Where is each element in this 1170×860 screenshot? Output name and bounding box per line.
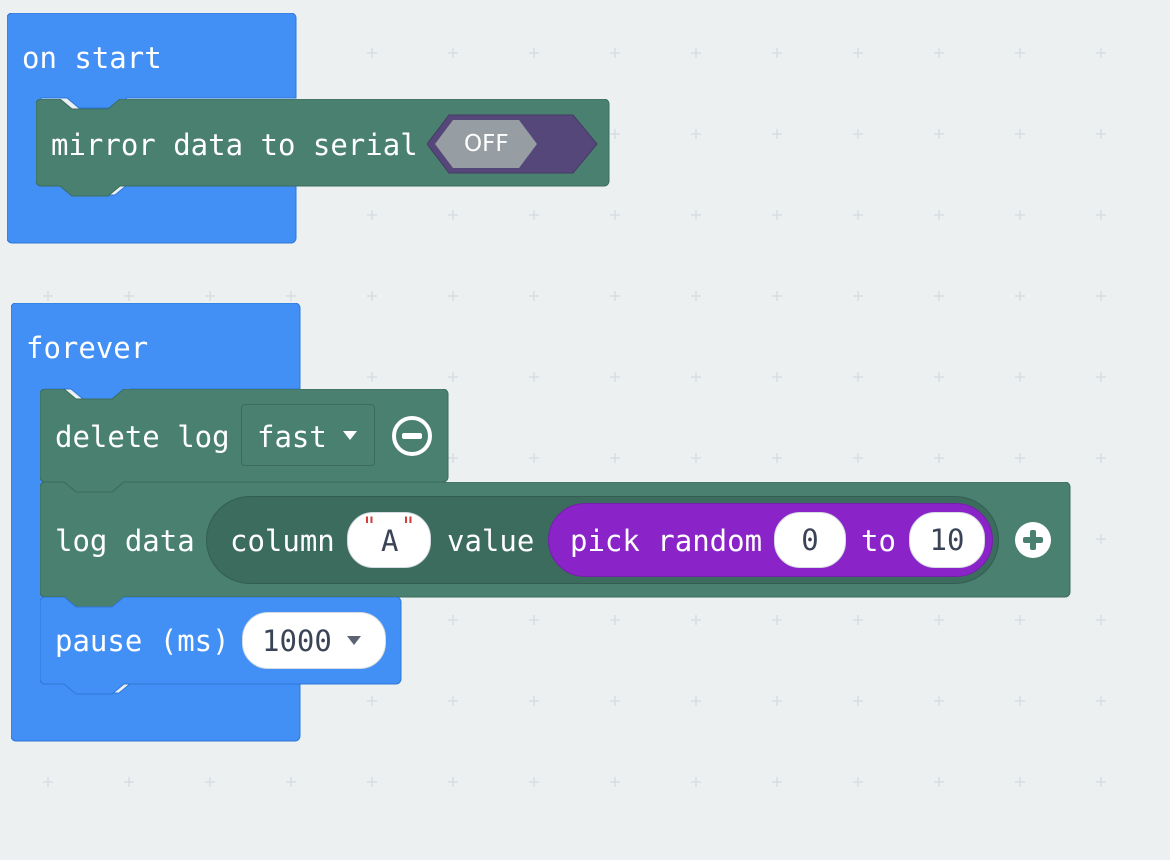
- plus-circle-icon[interactable]: [1011, 518, 1055, 562]
- minus-circle-icon[interactable]: [390, 414, 434, 458]
- pause-duration-dropdown[interactable]: [242, 612, 386, 669]
- column-name-input[interactable]: [347, 512, 431, 568]
- mirror-data-label: mirror data to serial: [51, 128, 418, 162]
- pause-duration-value: 1000: [262, 624, 332, 658]
- to-label: to: [861, 524, 896, 558]
- pause-label: pause (ms): [55, 624, 230, 658]
- random-to-value: 10: [929, 523, 965, 557]
- random-from-value: 0: [801, 523, 819, 557]
- value-label: value: [447, 524, 535, 558]
- column-quote-close: ": [401, 512, 416, 540]
- column-quote-open: ": [362, 512, 377, 540]
- forever-label: forever: [26, 331, 149, 365]
- column-name-value: A: [381, 524, 399, 558]
- pick-random-label: pick random: [570, 524, 763, 558]
- column-label: column: [230, 524, 335, 558]
- random-to-input[interactable]: 10: [909, 512, 985, 568]
- delete-log-label: delete log: [55, 420, 230, 454]
- toggle-value: OFF: [464, 131, 509, 157]
- forever-block[interactable]: [11, 303, 303, 743]
- random-from-input[interactable]: 0: [774, 512, 846, 568]
- dropdown-arrow-icon: [347, 636, 361, 645]
- delete-log-mode-value: fast: [257, 420, 327, 454]
- on-start-label: on start: [22, 41, 162, 75]
- log-data-label: log data: [55, 524, 195, 558]
- dropdown-arrow-icon: [343, 431, 357, 440]
- serial-toggle-switch[interactable]: [427, 114, 599, 174]
- delete-log-mode-dropdown[interactable]: [241, 404, 375, 466]
